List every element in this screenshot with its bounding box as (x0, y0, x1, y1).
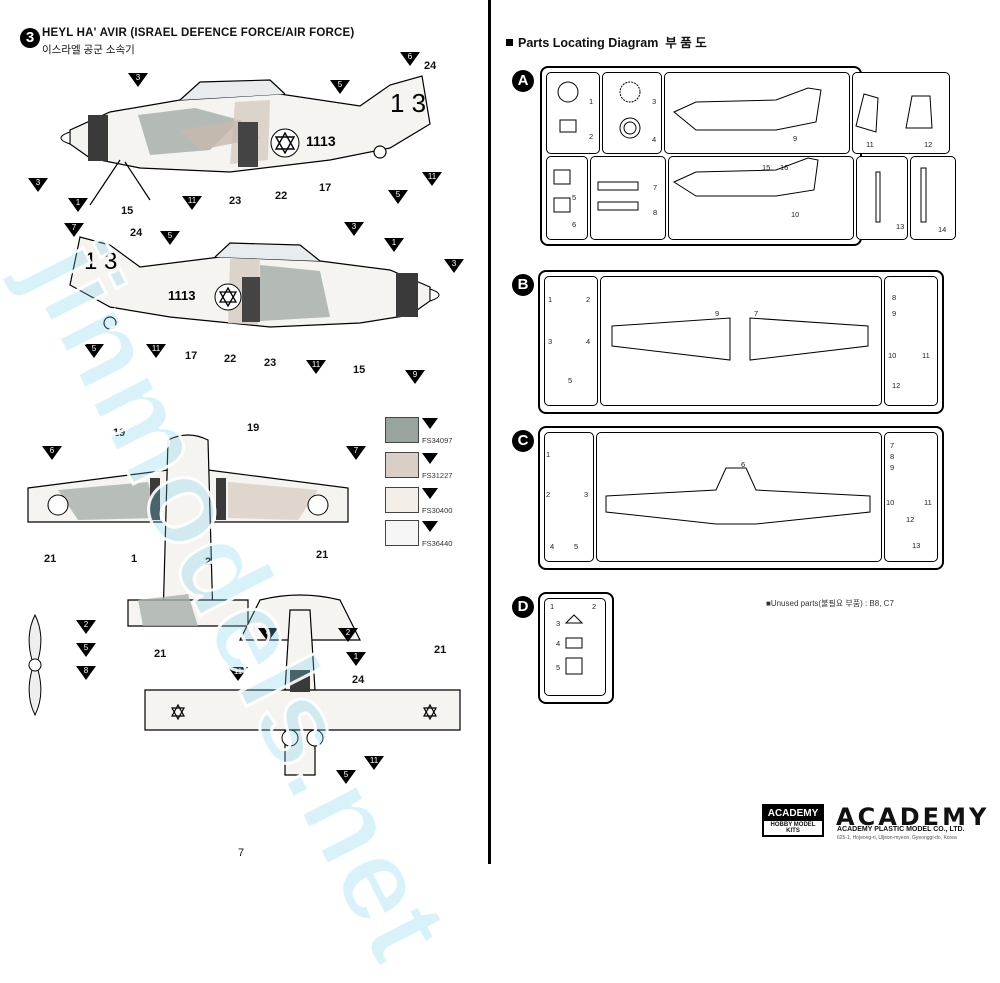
academy-wordmark: ACADEMY (836, 803, 990, 831)
decal-number: 1 (131, 553, 138, 565)
decal-number: 21 (44, 553, 57, 565)
color-callout-triangle: 11 (364, 756, 384, 770)
color-callout-triangle: 11 (146, 344, 166, 358)
color-callout-triangle: 5 (336, 770, 356, 784)
sprue-b-parts-drawing (611, 317, 869, 361)
propeller-view (28, 613, 42, 717)
color-callout-triangle: 11 (422, 172, 442, 186)
decal-number: 17 (319, 182, 332, 194)
page-number: 7 (238, 847, 245, 859)
unused-parts-note: ■Unused parts(불필요 부품) : B8, C7 (766, 599, 894, 608)
color-callout-triangle: 3 (444, 259, 464, 273)
color-callout-triangle: 6 (400, 52, 420, 66)
decal-number: 19 (113, 427, 126, 439)
step-header: 3 HEYL HA' AVIR (ISRAEL DEFENCE FORCE/AI… (20, 27, 354, 56)
color-callout-triangle: 1 (346, 652, 366, 666)
scheme-subtitle-korean: 이스라엘 공군 소속기 (42, 44, 135, 56)
color-callout-triangle: 5 (84, 344, 104, 358)
color-callout-triangle: 5 (76, 643, 96, 657)
sprue-letter-badge: D (512, 596, 534, 618)
sprue-a-parts-drawing (553, 81, 933, 223)
color-callout-triangle: 1 (68, 198, 88, 212)
right-parts-page: Parts Locating Diagram 부 품 도 A 1 2 3 4 9… (492, 0, 1000, 864)
color-swatch (385, 487, 419, 513)
aircraft-side-view-left: 1113 1 3 (60, 75, 431, 206)
academy-hobby-logo: ACADEMY HOBBY MODEL KITS (762, 804, 824, 837)
color-callout-triangle: 3 (344, 222, 364, 236)
color-callout-triangle: 5 (388, 190, 408, 204)
decal-number: 23 (264, 357, 277, 369)
color-callout-triangle: 2 (338, 628, 358, 642)
fs-color-code: FS34097 (422, 436, 453, 445)
sprue-letter-badge: A (512, 70, 534, 92)
color-swatch (385, 417, 419, 443)
color-callout-triangle: 5 (330, 80, 350, 94)
color-callout-triangle (422, 521, 438, 532)
fs-color-code: FS36440 (422, 539, 453, 548)
color-callout-triangle: 1 (384, 238, 404, 252)
decal-number: 17 (185, 350, 198, 362)
svg-text:1113: 1113 (168, 288, 196, 303)
star-of-david-insignia (270, 128, 300, 158)
scheme-title: HEYL HA' AVIR (ISRAEL DEFENCE FORCE/AIR … (42, 27, 355, 39)
color-callout-triangle: 7 (64, 223, 84, 237)
color-callout-triangle: 6 (42, 446, 62, 460)
company-address: 625-1, Hojeong-ri, Uljeon-myeon, Gyeongg… (837, 835, 957, 841)
decal-number: 19 (247, 422, 260, 434)
decal-number: 21 (316, 549, 329, 561)
sprue-letter-badge: C (512, 430, 534, 452)
color-callout-triangle (422, 418, 438, 429)
color-callout-triangle: 7 (346, 446, 366, 460)
aircraft-top-view (27, 434, 349, 627)
decal-number: 21 (154, 648, 167, 660)
aircraft-side-view-right: 1113 1 3 (69, 236, 440, 330)
color-callout-triangle: 8 (76, 666, 96, 680)
fuselage-code-text: 1113 (306, 133, 336, 149)
page-divider (488, 0, 491, 864)
color-callout-triangle: 5 (160, 231, 180, 245)
sprue-letter-badge: B (512, 274, 534, 296)
color-callout-triangle: 11 (228, 667, 248, 681)
color-callout-triangle: 4 (258, 628, 278, 642)
color-callout-triangle: 3 (28, 178, 48, 192)
fs-color-code: FS31227 (422, 471, 453, 480)
decal-number: 24 (130, 227, 143, 239)
decal-number: 21 (434, 644, 447, 656)
fs-color-code: FS30400 (422, 506, 453, 515)
tail-code-text: 1 3 (390, 88, 426, 118)
left-instruction-page: 3 HEYL HA' AVIR (ISRAEL DEFENCE FORCE/AI… (0, 0, 488, 864)
color-callout-triangle: 11 (306, 360, 326, 374)
color-callout-triangle: 9 (405, 370, 425, 384)
decal-number: 15 (353, 364, 366, 376)
decal-number: 22 (275, 190, 288, 202)
decal-number: 24 (352, 674, 365, 686)
decal-number: 24 (424, 60, 437, 72)
decal-number: 15 (121, 205, 134, 217)
sprue-d-parts-drawing (564, 614, 584, 675)
decal-number: 23 (229, 195, 242, 207)
color-callout-triangle (422, 488, 438, 499)
color-swatch (385, 452, 419, 478)
svg-text:1 3: 1 3 (84, 248, 117, 275)
color-callout-triangle: 3 (128, 73, 148, 87)
parts-diagram-title: Parts Locating Diagram 부 품 도 (506, 32, 707, 51)
aircraft-bottom-view (144, 594, 461, 776)
company-name: ACADEMY PLASTIC MODEL CO., LTD. (837, 826, 965, 833)
color-callout-triangle: 11 (182, 196, 202, 210)
color-swatch (385, 520, 419, 546)
decal-number: 2 (205, 556, 212, 568)
color-callout-triangle (422, 453, 438, 464)
decal-number: 22 (224, 353, 237, 365)
step-number-badge: 3 (20, 28, 40, 48)
color-callout-triangle: 2 (76, 620, 96, 634)
sprue-c-parts-drawing (605, 467, 871, 525)
